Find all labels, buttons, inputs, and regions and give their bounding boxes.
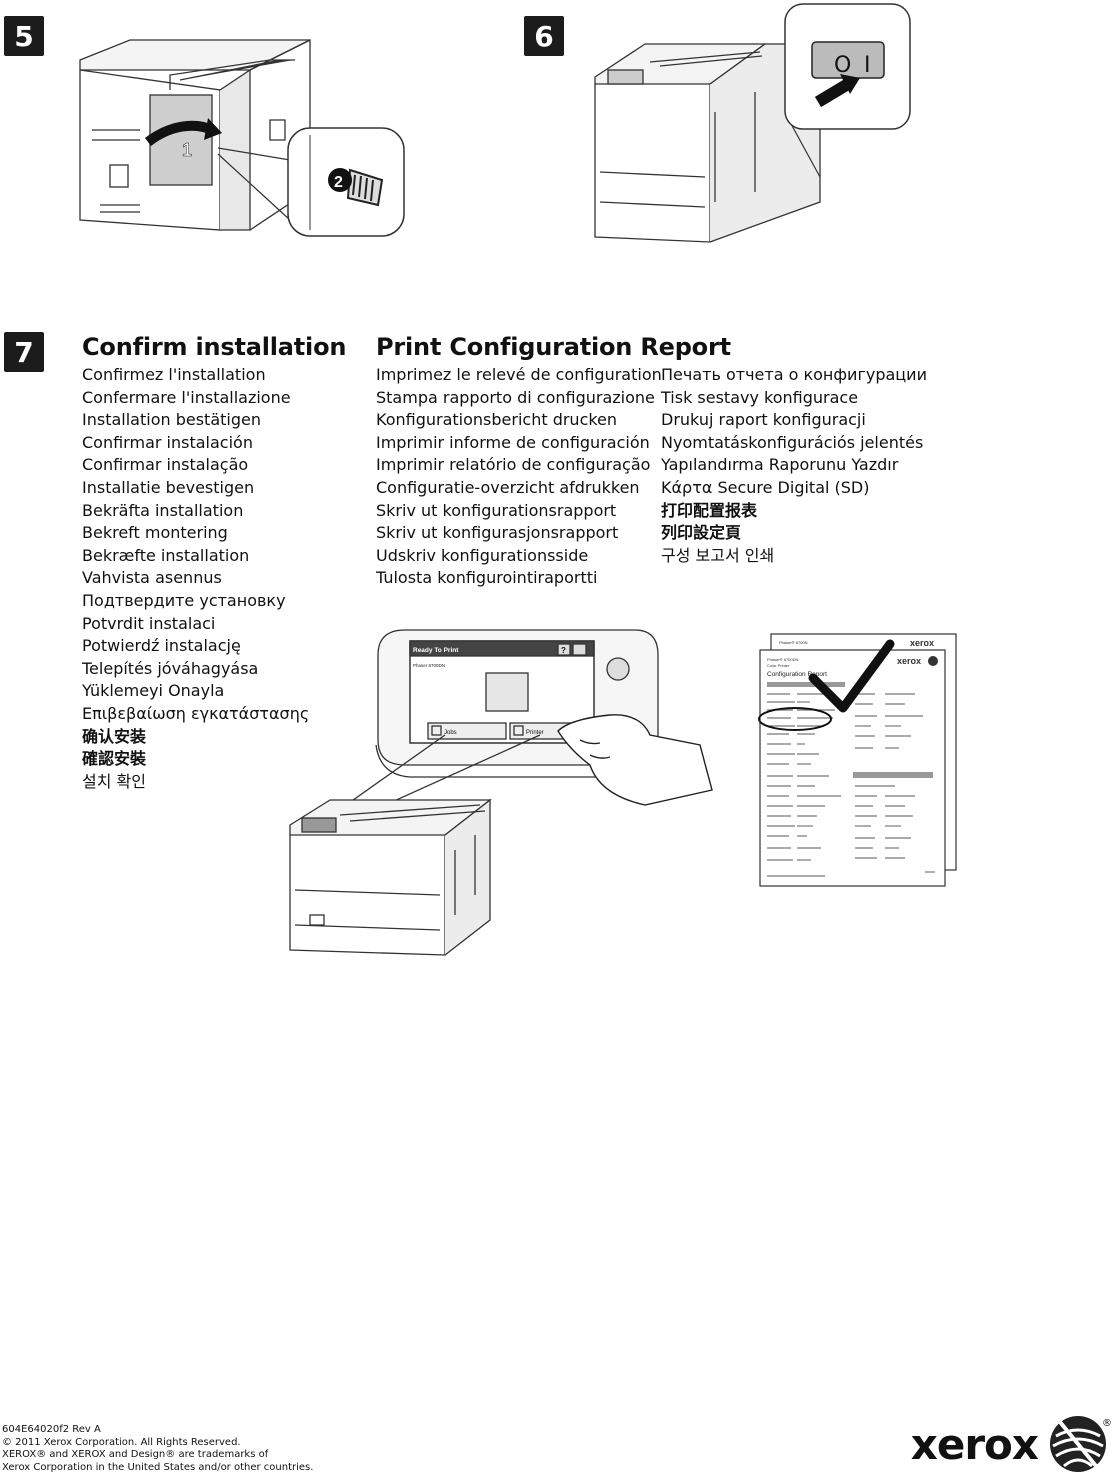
- sheet-back-model: Phaser® 6700N: [779, 640, 808, 645]
- copyright: © 2011 Xerox Corporation. All Rights Res…: [2, 1437, 313, 1450]
- translation-tr: Yüklemeyi Onayla: [82, 680, 309, 703]
- report-translations-col1: Imprimez le relevé de configuration Stam…: [376, 364, 662, 590]
- step-5-illustration: 1 2: [70, 30, 410, 245]
- sheet-model: Phaser® 6700DN: [767, 657, 799, 662]
- sheet-brand: xerox: [897, 656, 921, 666]
- report-translation-ru: Печать отчета о конфигурации: [661, 364, 927, 387]
- screen-status-text: Ready To Print: [413, 647, 459, 654]
- translation-el: Επιβεβαίωση εγκατάστασης: [82, 703, 309, 726]
- report-translation-fi: Tulosta konfigurointiraportti: [376, 567, 662, 590]
- part-number: 604E64020f2 Rev A: [2, 1424, 313, 1437]
- report-translation-tr: Yapılandırma Raporunu Yazdır: [661, 454, 927, 477]
- translation-fi: Vahvista asennus: [82, 567, 309, 590]
- report-translation-pt: Imprimir relatório de configuração: [376, 454, 662, 477]
- translation-es: Confirmar instalación: [82, 432, 309, 455]
- step-6-illustration: O I: [590, 2, 915, 247]
- screen-help-label: ?: [561, 646, 566, 655]
- report-translation-zh-cn: 打印配置报表: [661, 500, 927, 523]
- report-translations-col2: Печать отчета о конфигурации Tisk sestav…: [661, 364, 927, 567]
- report-translation-da: Udskriv konfigurationsside: [376, 545, 662, 568]
- report-translation-pl: Drukuj raport konfiguracji: [661, 409, 927, 432]
- callout-2: 2: [334, 174, 343, 191]
- step-6-badge: 6: [524, 16, 564, 56]
- footer-meta: 604E64020f2 Rev A © 2011 Xerox Corporati…: [2, 1424, 313, 1474]
- sheet-back-brand: xerox: [910, 638, 934, 648]
- report-translation-es: Imprimir informe de configuración: [376, 432, 662, 455]
- report-translation-cs: Tisk sestavy konfigurace: [661, 387, 927, 410]
- screen-printer-button: Printer: [526, 730, 544, 736]
- screen-jobs-button: Jobs: [444, 730, 457, 736]
- xerox-logo: xerox: [911, 1414, 1108, 1474]
- xerox-wordmark: xerox: [911, 1420, 1038, 1469]
- registered-mark: ®: [1102, 1418, 1112, 1429]
- callout-1: 1: [182, 140, 192, 160]
- translation-ru: Подтвердите установку: [82, 590, 309, 613]
- translation-ko: 설치 확인: [82, 771, 309, 794]
- print-config-report-heading: Print Configuration Report: [376, 333, 731, 361]
- power-switch-off-symbol: O: [834, 53, 851, 78]
- confirm-installation-translations: Confirmez l'installation Confermare l'in…: [82, 364, 309, 793]
- step-7-badge: 7: [4, 332, 44, 372]
- xerox-sphere-icon: [1048, 1414, 1108, 1474]
- translation-cs: Potvrdit instalaci: [82, 613, 309, 636]
- translation-sv: Bekräfta installation: [82, 500, 309, 523]
- translation-no: Bekreft montering: [82, 522, 309, 545]
- translation-zh-cn: 确认安装: [82, 726, 309, 749]
- screen-model-text: Phaser 6700DN: [413, 663, 445, 668]
- translation-nl: Installatie bevestigen: [82, 477, 309, 500]
- translation-hu: Telepítés jóváhagyása: [82, 658, 309, 681]
- report-translation-sv: Skriv ut konfigurationsrapport: [376, 500, 662, 523]
- report-translation-nl: Configuratie-overzicht afdrukken: [376, 477, 662, 500]
- step-5-badge: 5: [4, 16, 44, 56]
- report-translation-it: Stampa rapporto di configurazione: [376, 387, 662, 410]
- control-panel-illustration: Ready To Print ? Phaser 6700DN Jobs Prin…: [280, 625, 720, 960]
- translation-de: Installation bestätigen: [82, 409, 309, 432]
- trademark-line-2: Xerox Corporation in the United States a…: [2, 1462, 313, 1475]
- report-translation-zh-tw: 列印設定頁: [661, 522, 927, 545]
- report-translation-hu: Nyomtatáskonfigurációs jelentés: [661, 432, 927, 455]
- report-translation-no: Skriv ut konfigurasjonsrapport: [376, 522, 662, 545]
- translation-fr: Confirmez l'installation: [82, 364, 309, 387]
- configuration-report-illustration: Phaser® 6700N xerox Phaser® 6700DN Color…: [755, 630, 960, 890]
- power-switch-on-symbol: I: [864, 53, 871, 78]
- translation-zh-tw: 確認安裝: [82, 748, 309, 771]
- report-translation-ko: 구성 보고서 인쇄: [661, 545, 927, 568]
- sheet-subtitle: Color Printer: [767, 663, 790, 668]
- report-translation-fr: Imprimez le relevé de configuration: [376, 364, 662, 387]
- translation-it: Confermare l'installazione: [82, 387, 309, 410]
- translation-pt: Confirmar instalação: [82, 454, 309, 477]
- trademark-line-1: XEROX® and XEROX and Design® are tradema…: [2, 1449, 313, 1462]
- translation-da: Bekræfte installation: [82, 545, 309, 568]
- translation-pl: Potwierdź instalację: [82, 635, 309, 658]
- confirm-installation-heading: Confirm installation: [82, 333, 346, 361]
- printer-front-view: [290, 800, 490, 955]
- report-translation-el: Κάρτα Secure Digital (SD): [661, 477, 927, 500]
- report-translation-de: Konfigurationsbericht drucken: [376, 409, 662, 432]
